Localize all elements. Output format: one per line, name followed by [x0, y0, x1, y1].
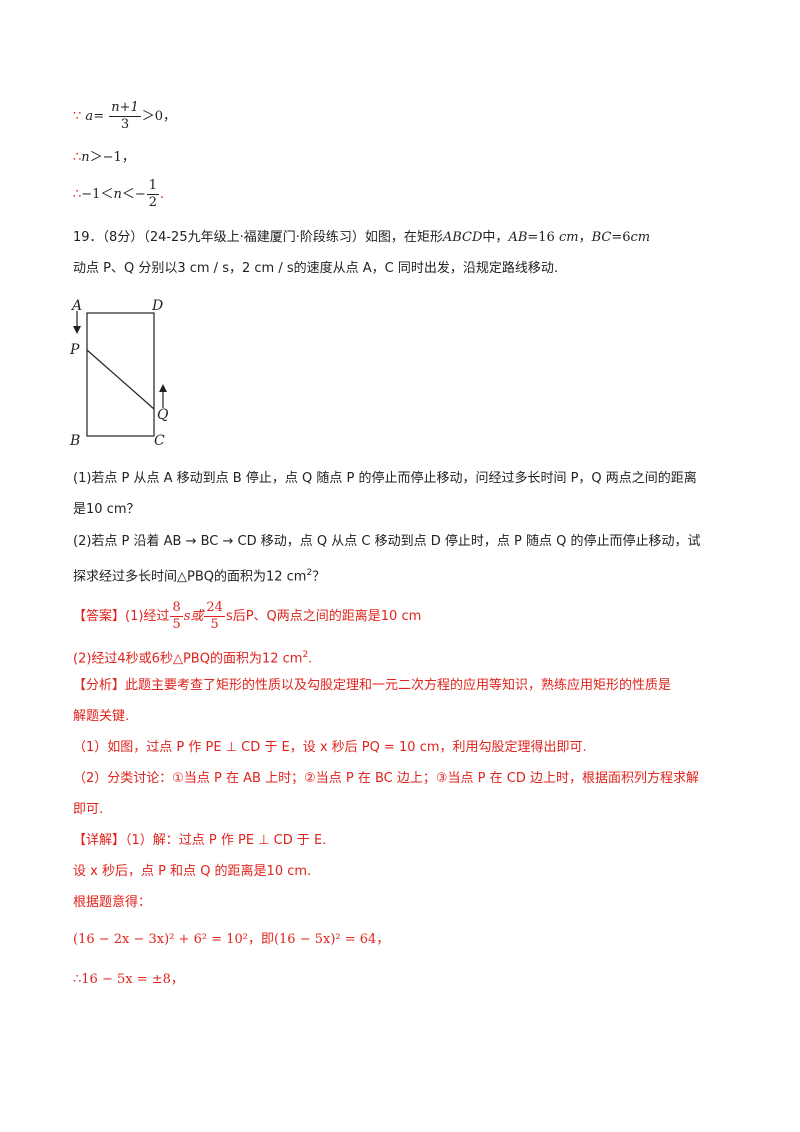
rectangle-abcd	[86, 312, 155, 437]
detail-line-2: 设 x 秒后，点 P 和点 Q 的距离是10 cm.	[73, 864, 312, 879]
analysis-line-5: 即可.	[73, 802, 104, 817]
detail-line-1: 【详解】（1）解：过点 P 作 PE ⊥ CD 于 E.	[73, 833, 327, 848]
analysis-line-4: （2）分类讨论：①当点 P 在 AB 上时；②当点 P 在 BC 边上；③当点 …	[73, 771, 700, 786]
part-2-line-a: (2)若点 P 沿着 AB → BC → CD 移动，点 Q 从点 C 移动到点…	[73, 534, 701, 549]
analysis-line-3: （1）如图，过点 P 作 PE ⊥ CD 于 E，设 x 秒后 PQ = 10 …	[73, 740, 587, 755]
detail-line-3: 根据题意得：	[73, 895, 152, 910]
part-1-line-b: 是10 cm？	[73, 502, 140, 517]
detail-line-5: ∴16 − 5x = ±8，	[73, 972, 184, 987]
label-Q: Q	[157, 407, 169, 423]
part-1-line-a: (1)若点 P 从点 A 移动到点 B 停止，点 Q 随点 P 的停止而停止移动…	[73, 471, 697, 486]
answer-line-2: (2)经过4秒或6秒△PBQ的面积为12 cm2.	[73, 650, 313, 667]
analysis-line-2: 解题关键.	[73, 709, 130, 724]
label-P: P	[69, 342, 80, 358]
part-2-line-b: 探求经过多长时间△PBQ的面积为12 cm2？	[73, 568, 326, 585]
prev-line-2: ∴n＞−1，	[73, 150, 135, 165]
label-B: B	[69, 433, 80, 449]
detail-line-4: (16 − 2x − 3x)² + 6² = 10²，即(16 − 5x)² =…	[73, 932, 390, 947]
label-A: A	[70, 298, 82, 314]
question-19-line-1: 19．（8分）（24-25九年级上·福建厦门·阶段练习）如图，在矩形ABCD中，…	[73, 230, 651, 245]
question-19-line-2: 动点 P、Q 分别以3 cm / s，2 cm / s的速度从点 A，C 同时出…	[73, 261, 558, 276]
rectangle-figure: A D P Q B C	[69, 298, 169, 449]
label-D: D	[151, 298, 163, 314]
analysis-line-1: 【分析】此题主要考查了矩形的性质以及勾股定理和一元二次方程的应用等知识，熟练应用…	[73, 678, 672, 693]
segment-pq	[86, 349, 155, 410]
label-C: C	[154, 433, 165, 449]
